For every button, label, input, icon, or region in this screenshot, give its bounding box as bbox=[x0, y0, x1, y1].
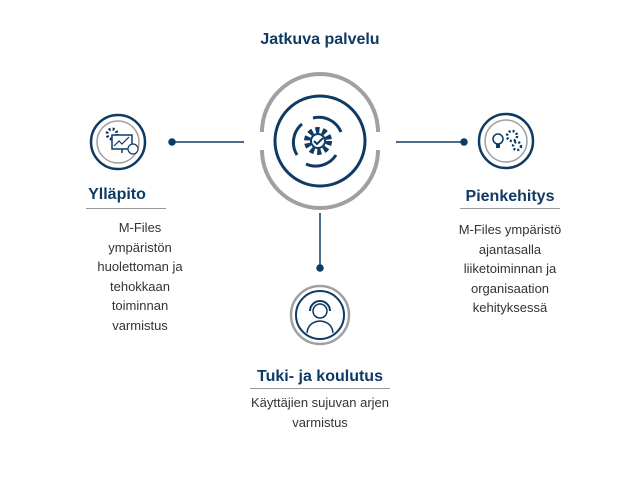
node-label-yllapito: Ylläpito bbox=[88, 186, 146, 203]
node-label-tuki: Tuki- ja koulutus bbox=[257, 368, 383, 385]
lightbulb-gears-icon bbox=[477, 112, 535, 170]
diagram-title: Jatkuva palvelu bbox=[260, 31, 380, 48]
underline bbox=[86, 208, 166, 209]
gear-cycle-check-icon bbox=[291, 115, 343, 168]
underline bbox=[250, 388, 390, 389]
headset-support-icon bbox=[289, 284, 351, 346]
node-description-yllapito: M-Files ympäristön huolettoman ja tehokk… bbox=[97, 220, 183, 333]
node-label-pienkehitys: Pienkehitys bbox=[465, 188, 555, 205]
monitor-gear-chart-icon bbox=[89, 113, 147, 171]
node-description-tuki: Käyttäjien sujuvan arjen varmistus bbox=[250, 395, 390, 430]
underline bbox=[460, 208, 560, 209]
node-description-pienkehitys: M-Files ympäristö ajantasalla liiketoimi… bbox=[458, 222, 562, 315]
center-hub bbox=[260, 72, 380, 210]
